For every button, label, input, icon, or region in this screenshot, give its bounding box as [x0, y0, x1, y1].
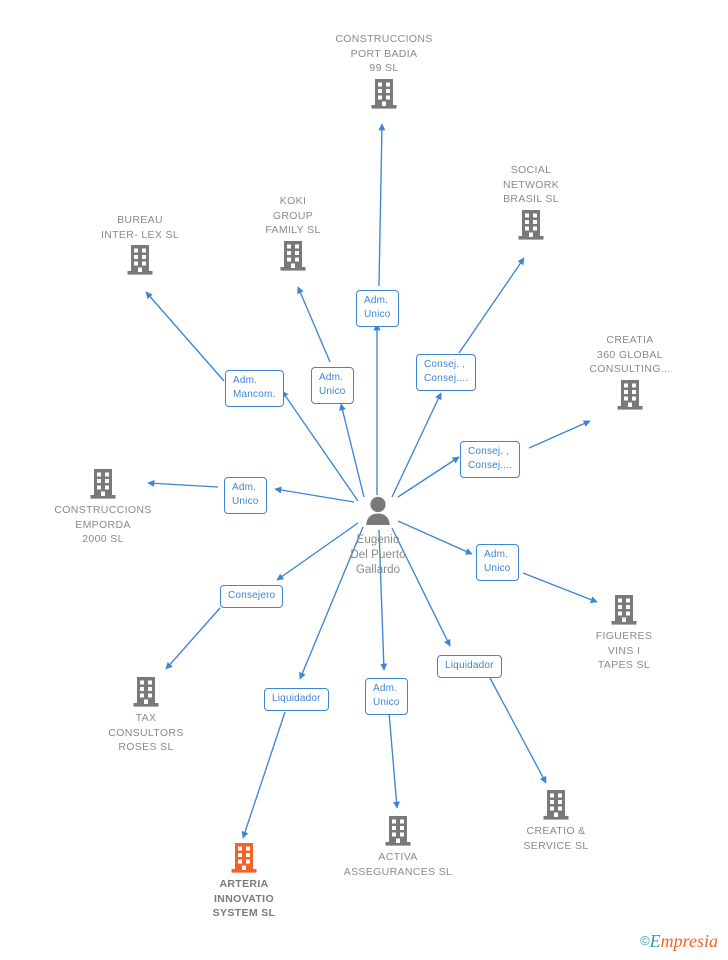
brand-initial: E	[649, 931, 661, 951]
edge-line-port-badia-upper	[378, 123, 386, 287]
edge-line-creatia	[397, 456, 460, 498]
company-building-icon	[544, 594, 704, 626]
node-tax-consultors-roses[interactable]: TAX CONSULTORS ROSES SL	[66, 676, 226, 755]
company-building-icon	[451, 209, 611, 241]
empresia-watermark: ©Empresia	[640, 932, 718, 952]
edge-line-creatio	[391, 527, 451, 647]
node-label: ACTIVA ASSEGURANCES SL	[343, 851, 453, 878]
copyright-symbol: ©	[640, 933, 650, 948]
node-construccions-port-badia[interactable]: CONSTRUCCIONS PORT BADIA 99 SL	[304, 32, 464, 110]
edge-label-activa-assegurances[interactable]: Adm. Unico	[365, 678, 408, 715]
edge-label-creatio-service[interactable]: Liquidador	[437, 655, 502, 678]
node-arteria-innovatio-system[interactable]: ARTERIA INNOVATIO SYSTEM SL	[164, 842, 324, 921]
company-building-icon	[164, 842, 324, 874]
edge-line-emporda	[274, 486, 355, 503]
edge-label-construccions-emporda[interactable]: Adm. Unico	[224, 477, 267, 514]
node-label: ARTERIA INNOVATIO SYSTEM SL	[212, 878, 276, 920]
edge-line-arteria	[299, 526, 364, 680]
node-bureau-inter-lex[interactable]: BUREAU INTER- LEX SL	[60, 213, 220, 276]
node-label: CONSTRUCCIONS EMPORDA 2000 SL	[54, 504, 152, 546]
node-label: BUREAU INTER- LEX SL	[100, 214, 180, 241]
edge-line-figueres-lower	[522, 572, 598, 603]
node-activa-assegurances[interactable]: ACTIVA ASSEGURANCES SL	[318, 815, 478, 879]
node-label: SOCIAL NETWORK BRASIL SL	[502, 164, 560, 206]
node-koki-group-family[interactable]: KOKI GROUP FAMILY SL	[213, 194, 373, 272]
company-building-icon	[66, 676, 226, 708]
edge-line-activa-lower	[388, 711, 400, 809]
edge-line-tax-consultors-lower	[165, 607, 221, 670]
edge-label-koki-group[interactable]: Adm. Unico	[311, 367, 354, 404]
edge-line-creatio-lower	[489, 677, 547, 784]
edge-label-bureau-inter-lex[interactable]: Adm. Mancom.	[225, 370, 284, 407]
node-center-person[interactable]: Eugenio Del Puerto Gallardo	[298, 496, 458, 578]
company-building-icon	[60, 244, 220, 276]
brand-name: mpresia	[660, 931, 718, 951]
company-building-icon	[318, 815, 478, 847]
node-label: FIGUERES VINS I TAPES SL	[595, 630, 653, 672]
edge-label-figueres-vins[interactable]: Adm. Unico	[476, 544, 519, 581]
edge-line-figueres	[397, 520, 473, 555]
node-creatio-service[interactable]: CREATIO & SERVICE SL	[476, 789, 636, 853]
company-building-icon	[304, 78, 464, 110]
node-creatia-360-global-consulting[interactable]: CREATIA 360 GLOBAL CONSULTING...	[550, 333, 710, 411]
edge-label-port-badia[interactable]: Adm. Unico	[356, 290, 399, 327]
node-label: CREATIO & SERVICE SL	[523, 825, 589, 852]
edge-line-social-network-upper	[458, 257, 525, 354]
node-center-person-label: Eugenio Del Puerto Gallardo	[350, 534, 406, 576]
edge-line-koki-group-upper	[297, 286, 331, 363]
edge-line-arteria-lower	[241, 711, 286, 839]
node-figueres-vins-i-tapes[interactable]: FIGUERES VINS I TAPES SL	[544, 594, 704, 673]
edge-line-bureau	[281, 390, 359, 502]
company-building-icon	[213, 240, 373, 272]
node-label: CREATIA 360 GLOBAL CONSULTING...	[589, 334, 671, 376]
edge-line-activa	[378, 529, 388, 671]
node-label: TAX CONSULTORS ROSES SL	[108, 712, 184, 754]
edge-line-bureau-upper	[145, 291, 225, 382]
edge-label-creatia-360[interactable]: Consej. , Consej....	[460, 441, 521, 478]
node-label: KOKI GROUP FAMILY SL	[265, 195, 321, 237]
edge-line-emporda-left	[147, 479, 219, 488]
edge-line-koki-group	[339, 403, 365, 498]
company-building-icon	[550, 379, 710, 411]
company-building-icon	[476, 789, 636, 821]
company-building-icon	[23, 468, 183, 500]
edge-label-arteria-innovatio[interactable]: Liquidador	[264, 688, 329, 711]
edge-label-social-network[interactable]: Consej. , Consej....	[416, 354, 477, 391]
node-label: CONSTRUCCIONS PORT BADIA 99 SL	[335, 33, 433, 75]
edge-line-tax-consultors	[276, 522, 359, 581]
person-icon	[298, 496, 458, 530]
node-social-network-brasil[interactable]: SOCIAL NETWORK BRASIL SL	[451, 163, 611, 241]
edge-label-tax-consultors[interactable]: Consejero	[220, 585, 284, 608]
node-construccions-emporda-2000[interactable]: CONSTRUCCIONS EMPORDA 2000 SL	[23, 468, 183, 547]
edge-line-social-network	[391, 392, 442, 498]
edge-line-creatia-upper	[528, 420, 591, 449]
